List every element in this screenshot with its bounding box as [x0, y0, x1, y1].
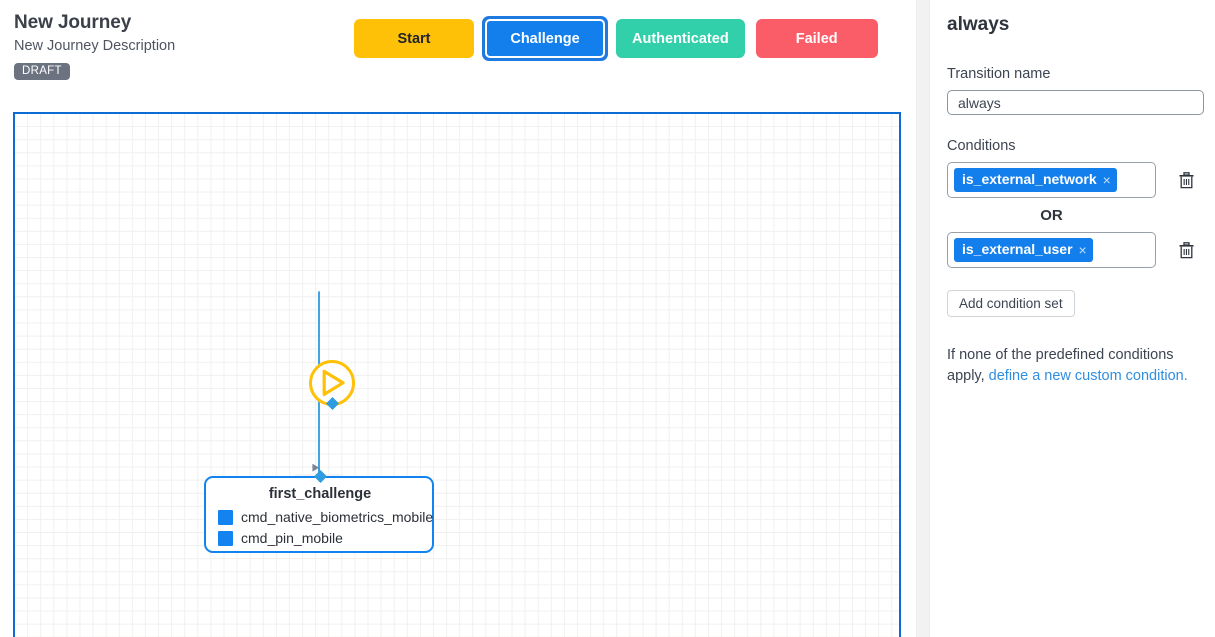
- journey-canvas[interactable]: always first_challenge cmd_native_biomet…: [13, 112, 901, 637]
- color-swatch-icon: [218, 531, 233, 546]
- condition-set-row: is_external_user ×: [947, 232, 1199, 268]
- page-title: New Journey: [14, 12, 132, 33]
- play-icon: [322, 369, 345, 396]
- state-button-wrap-start: Start: [354, 19, 474, 58]
- state-button-failed[interactable]: Failed: [755, 19, 878, 58]
- transition-name-input[interactable]: [947, 90, 1204, 115]
- trash-icon: [1179, 241, 1193, 258]
- state-button-authenticated[interactable]: Authenticated: [616, 19, 745, 58]
- state-button-start[interactable]: Start: [354, 19, 474, 58]
- title-block: New Journey New Journey Description DRAF…: [14, 12, 175, 80]
- condition-chip-remove-icon[interactable]: ×: [1102, 171, 1111, 188]
- delete-condition-set-button[interactable]: [1177, 170, 1195, 190]
- state-button-group: Start Challenge Authenticated Failed: [354, 16, 878, 61]
- add-condition-set-button[interactable]: Add condition set: [947, 290, 1075, 317]
- node-item[interactable]: cmd_pin_mobile: [218, 528, 422, 549]
- or-separator: OR: [1040, 207, 1063, 224]
- state-button-wrap-failed: Failed: [755, 19, 878, 58]
- state-button-wrap-authenticated: Authenticated: [616, 19, 745, 58]
- trash-icon: [1179, 171, 1193, 188]
- color-swatch-icon: [218, 510, 233, 525]
- condition-chip[interactable]: is_external_user ×: [954, 238, 1093, 262]
- page-subtitle: New Journey Description: [14, 38, 176, 54]
- panel-help-text: If none of the predefined conditions app…: [947, 345, 1192, 387]
- node-item-label: cmd_pin_mobile: [241, 530, 343, 546]
- page-header: New Journey New Journey Description DRAF…: [0, 0, 916, 100]
- panel-help-prefix: If none of the predefined conditions app…: [947, 347, 1174, 384]
- custom-condition-link[interactable]: define a new custom condition.: [988, 368, 1188, 384]
- condition-chip-label: is_external_network: [962, 171, 1097, 187]
- main-area: New Journey New Journey Description DRAF…: [0, 0, 916, 637]
- node-item-label: cmd_native_biometrics_mobile: [241, 509, 434, 525]
- condition-set-box[interactable]: is_external_network ×: [947, 162, 1156, 198]
- condition-chip[interactable]: is_external_network ×: [954, 168, 1117, 192]
- start-node[interactable]: [298, 349, 366, 417]
- condition-set-box[interactable]: is_external_user ×: [947, 232, 1156, 268]
- transition-name-label: Transition name: [947, 66, 1051, 82]
- state-button-challenge[interactable]: Challenge: [485, 19, 605, 58]
- panel-divider[interactable]: [916, 0, 930, 637]
- panel-title: always: [947, 14, 1010, 35]
- status-badge: DRAFT: [14, 63, 70, 80]
- node-item[interactable]: cmd_native_biometrics_mobile: [218, 507, 433, 528]
- conditions-label: Conditions: [947, 138, 1016, 154]
- node-first-challenge[interactable]: first_challenge cmd_native_biometrics_mo…: [204, 470, 434, 553]
- node-title: first_challenge: [268, 486, 372, 502]
- transition-details-panel: always Transition name Conditions is_ext…: [931, 0, 1215, 637]
- canvas-edges: [312, 291, 320, 495]
- condition-set-row: is_external_network ×: [947, 162, 1199, 198]
- state-button-wrap-challenge: Challenge: [482, 16, 608, 61]
- canvas-grid: [15, 114, 899, 637]
- delete-condition-set-button[interactable]: [1177, 240, 1195, 260]
- condition-chip-label: is_external_user: [962, 241, 1073, 257]
- condition-chip-remove-icon[interactable]: ×: [1078, 241, 1087, 258]
